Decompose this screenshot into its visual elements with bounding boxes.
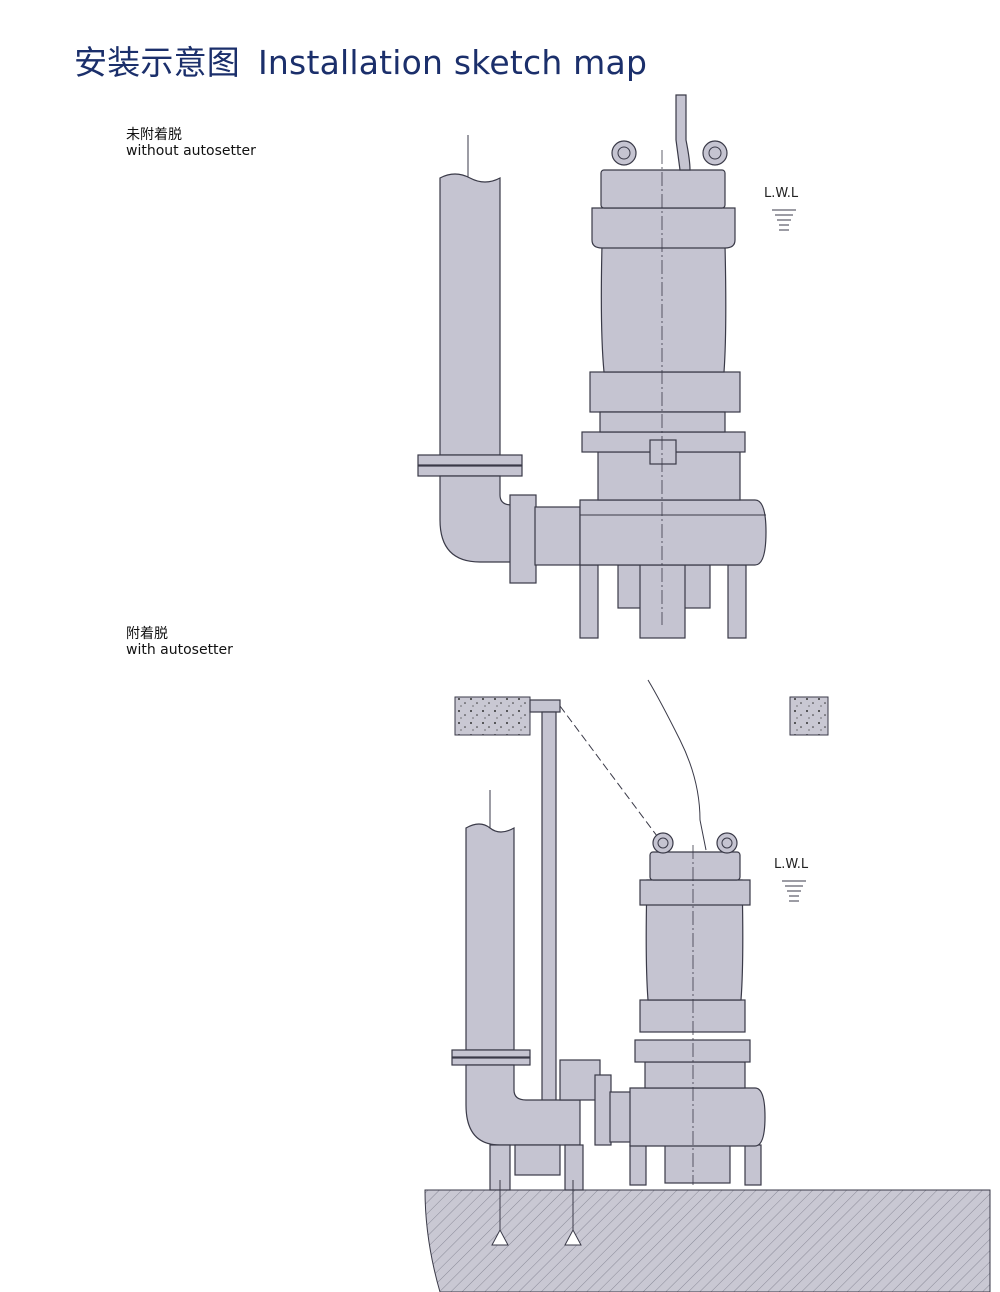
floor [424, 1189, 991, 1292]
discharge-pipe [465, 823, 515, 1051]
volute [579, 499, 767, 566]
label-en: with autosetter [126, 642, 233, 658]
volute [629, 1087, 766, 1147]
flange [509, 494, 537, 584]
water-level-label: L.W.L [764, 186, 799, 201]
page-title: 安装示意图 Installation sketch map [74, 36, 647, 84]
water-level-symbol [782, 880, 806, 902]
concrete-block [789, 696, 829, 736]
label-en: without autosetter [126, 143, 256, 159]
section-label-with-autosetter: 附着脱 with autosetter [126, 626, 233, 658]
label-cn: 未附着脱 [126, 127, 182, 143]
guide-rail [541, 711, 557, 1103]
elbow [439, 475, 513, 563]
title-en: Installation sketch map [258, 43, 648, 82]
discharge-pipe [439, 173, 501, 456]
motor-body [600, 244, 727, 373]
cable [647, 679, 707, 851]
concrete-block [454, 696, 531, 736]
section-label-without-autosetter: 未附着脱 without autosetter [126, 127, 256, 159]
anchor-bolt [491, 1180, 582, 1246]
chain [559, 705, 661, 841]
pump-without-autosetter [417, 94, 767, 639]
water-level-symbol [772, 209, 796, 231]
cable [675, 94, 691, 171]
water-level-label: L.W.L [774, 857, 809, 872]
elbow [465, 1064, 581, 1146]
pump-with-autosetter [424, 679, 991, 1292]
label-cn: 附着脱 [126, 626, 168, 642]
title-cn: 安装示意图 [74, 43, 240, 82]
